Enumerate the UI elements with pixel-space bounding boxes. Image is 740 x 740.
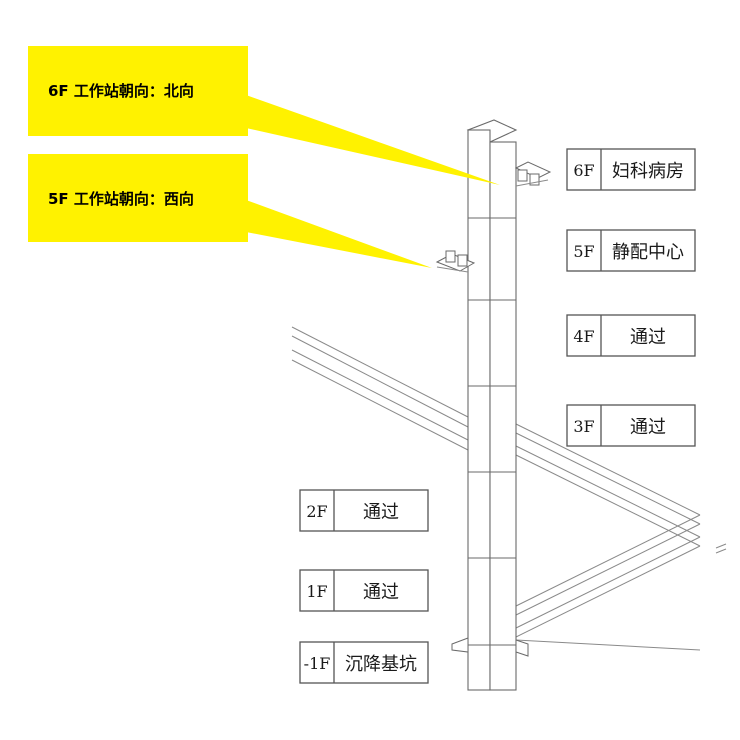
floor-name: 通过	[630, 417, 666, 438]
workstation-6f-icon	[514, 161, 552, 187]
floor-code: 4F	[573, 327, 594, 346]
floor-name: 妇科病房	[612, 161, 684, 182]
floor-name: 通过	[363, 502, 399, 523]
horizontal-pipe-lines-left	[291, 326, 469, 451]
floor-code: 5F	[573, 242, 594, 261]
floor-code: 3F	[573, 417, 594, 436]
floor-code: 6F	[573, 161, 594, 180]
floor-label-4f: 4F 通过	[566, 314, 696, 357]
floor-code: -1F	[304, 654, 331, 673]
callout-6f: 6F 工作站朝向：北向	[28, 46, 248, 136]
floor-name: 静配中心	[612, 242, 684, 263]
callout-6f-pointer	[246, 95, 500, 185]
floor-name: 通过	[363, 582, 399, 603]
floor-label-3f: 3F 通过	[566, 404, 696, 447]
shaft-floor-divisions	[468, 217, 516, 646]
floor-code: 2F	[306, 502, 327, 521]
floor-name: 沉降基坑	[345, 654, 417, 675]
floor-label-2f: 2F 通过	[299, 489, 429, 532]
callout-6f-text: 6F 工作站朝向：北向	[48, 82, 194, 100]
callout-5f-text: 5F 工作站朝向：西向	[48, 190, 194, 208]
workstation-basement-icon	[451, 637, 529, 657]
floor-label-5f: 5F 静配中心	[566, 229, 696, 272]
pipe-stub-mark	[715, 543, 727, 554]
callout-5f-pointer	[246, 200, 432, 268]
workstation-5f-icon	[435, 250, 476, 273]
floor-label-6f: 6F 妇科病房	[566, 148, 696, 191]
floor-label-1f: 1F 通过	[299, 569, 429, 612]
floor-name: 通过	[630, 327, 666, 348]
floor-code: 1F	[306, 582, 327, 601]
horizontal-pipe-lines-right	[515, 423, 701, 651]
vertical-shaft	[466, 119, 518, 691]
floor-label-b1: -1F 沉降基坑	[299, 641, 429, 684]
callout-5f: 5F 工作站朝向：西向	[28, 154, 248, 242]
